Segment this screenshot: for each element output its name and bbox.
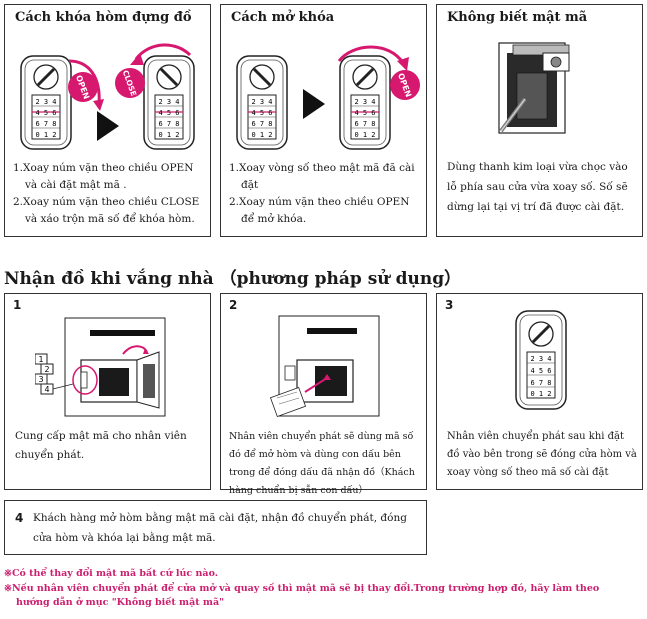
usage-step-3-panel: 3 2 3 4 4 5 6 6 7 8 0 1 2 Nhân viên chuy… [436, 293, 643, 490]
unlock-step-1: 1.Xoay vòng số theo mật mã đã cài đặt [229, 162, 415, 191]
lock-instructions-panel: Cách khóa hòm đựng đồ 2 3 4 4 5 6 6 7 8 … [4, 4, 211, 237]
callout-label: 4 [44, 385, 49, 394]
dial-row-text: 6 7 8 [158, 120, 179, 128]
usage-step-2-panel: 2 Nhân viên chuyển phát sẽ dùng mã số đó… [220, 293, 427, 496]
forgot-title: Không biết mật mã [447, 10, 588, 25]
combination-lock-image: 2 3 4 4 5 6 6 7 8 0 1 2 [515, 310, 567, 410]
courier-stamping-image [269, 315, 380, 418]
note-line: ※Nếu nhân viên chuyển phát để cửa mở và … [4, 582, 600, 594]
open-badge: OPEN [68, 59, 104, 111]
arrow-right-icon [303, 89, 325, 119]
open-badge: OPEN [337, 45, 420, 100]
callout-label: 1 [38, 355, 43, 364]
delivery-box-open-image: 1 2 3 4 [35, 317, 166, 417]
lock-back-view-image [498, 42, 570, 134]
dial-row-text: 0 1 2 [530, 390, 551, 398]
dial-row-text: 6 7 8 [35, 120, 56, 128]
dial-row-text: 4 5 6 [35, 109, 56, 117]
usage-step-4-text: Khách hàng mở hòm bằng mật mã cài đặt, n… [33, 512, 407, 544]
arrow-right-icon [97, 111, 119, 141]
usage-section-title: Nhận đồ khi vắng nhà （phương pháp sử dụn… [4, 269, 462, 289]
unlock-step-2: 2.Xoay núm vặn theo chiều OPEN để mở khó… [229, 196, 410, 225]
combination-lock-image: 2 3 4 4 5 6 6 7 8 0 1 2 [236, 55, 288, 150]
dial-row-text: 4 5 6 [530, 367, 551, 375]
note-line: ※Có thể thay đổi mật mã bất cứ lúc nào. [4, 568, 219, 579]
lock-step-2: 2.Xoay núm vặn theo chiều CLOSE và xáo t… [13, 196, 200, 225]
dial-row-text: 4 5 6 [354, 109, 375, 117]
close-badge: CLOSE [115, 43, 192, 98]
dial-row-text: 6 7 8 [354, 120, 375, 128]
dial-row-text: 2 3 4 [251, 98, 272, 106]
dial-row-text: 4 5 6 [251, 109, 272, 117]
lock-step-1: 1.Xoay núm vặn theo chiều OPEN và cài đặ… [13, 162, 194, 191]
notes: ※Có thể thay đổi mật mã bất cứ lúc nào. … [4, 567, 599, 611]
step-number: 1 [13, 298, 22, 312]
usage-step-2-caption: Nhân viên chuyển phát sẽ dùng mã số đó đ… [229, 431, 415, 496]
callout-label: 2 [44, 365, 49, 374]
dial-row-text: 0 1 2 [158, 131, 179, 139]
dial-row-text: 2 3 4 [158, 98, 179, 106]
forgot-text: Dùng thanh kim loại vừa chọc vào lỗ phía… [447, 161, 628, 213]
dial-row-text: 2 3 4 [354, 98, 375, 106]
dial-row-text: 0 1 2 [354, 131, 375, 139]
combination-lock-image: 2 3 4 4 5 6 6 7 8 0 1 2 [143, 55, 195, 150]
note-line: hướng dẫn ở mục "Không biết mật mã" [16, 597, 225, 608]
usage-step-1-panel: 1 1 2 3 4 Cung cấp mật mã cho nhân viên … [4, 293, 211, 490]
dial-row-text: 2 3 4 [530, 355, 551, 363]
lock-title: Cách khóa hòm đựng đồ [15, 10, 192, 25]
step-number: 3 [445, 298, 454, 312]
dial-row-text: 0 1 2 [35, 131, 56, 139]
lock-steps: 1.Xoay núm vặn theo chiều OPEN và cài đặ… [13, 160, 208, 228]
usage-step-1-caption: Cung cấp mật mã cho nhân viên chuyển phá… [15, 430, 187, 461]
dial-row-text: 0 1 2 [251, 131, 272, 139]
dial-row-text: 6 7 8 [251, 120, 272, 128]
combination-lock-image: 2 3 4 4 5 6 6 7 8 0 1 2 [339, 55, 391, 150]
unlock-title: Cách mở khóa [231, 10, 335, 25]
dial-row-text: 6 7 8 [530, 379, 551, 387]
dial-row-text: 4 5 6 [158, 109, 179, 117]
step-number: 4 [15, 511, 24, 525]
unlock-steps: 1.Xoay vòng số theo mật mã đã cài đặt 2.… [229, 160, 424, 228]
unlock-instructions-panel: Cách mở khóa 2 3 4 4 5 6 6 7 8 0 1 2 2 3… [220, 4, 427, 237]
step-number: 2 [229, 298, 238, 312]
callout-label: 3 [38, 375, 43, 384]
combination-lock-image: 2 3 4 4 5 6 6 7 8 0 1 2 [20, 55, 72, 150]
usage-step-3-caption: Nhân viên chuyển phát sau khi đặt đồ vào… [447, 431, 637, 478]
forgot-code-panel: Không biết mật mã Dùng thanh kim loại vừ… [436, 4, 643, 237]
dial-row-text: 2 3 4 [35, 98, 56, 106]
usage-step-4-panel: 4 Khách hàng mở hòm bằng mật mã cài đặt,… [4, 500, 427, 555]
